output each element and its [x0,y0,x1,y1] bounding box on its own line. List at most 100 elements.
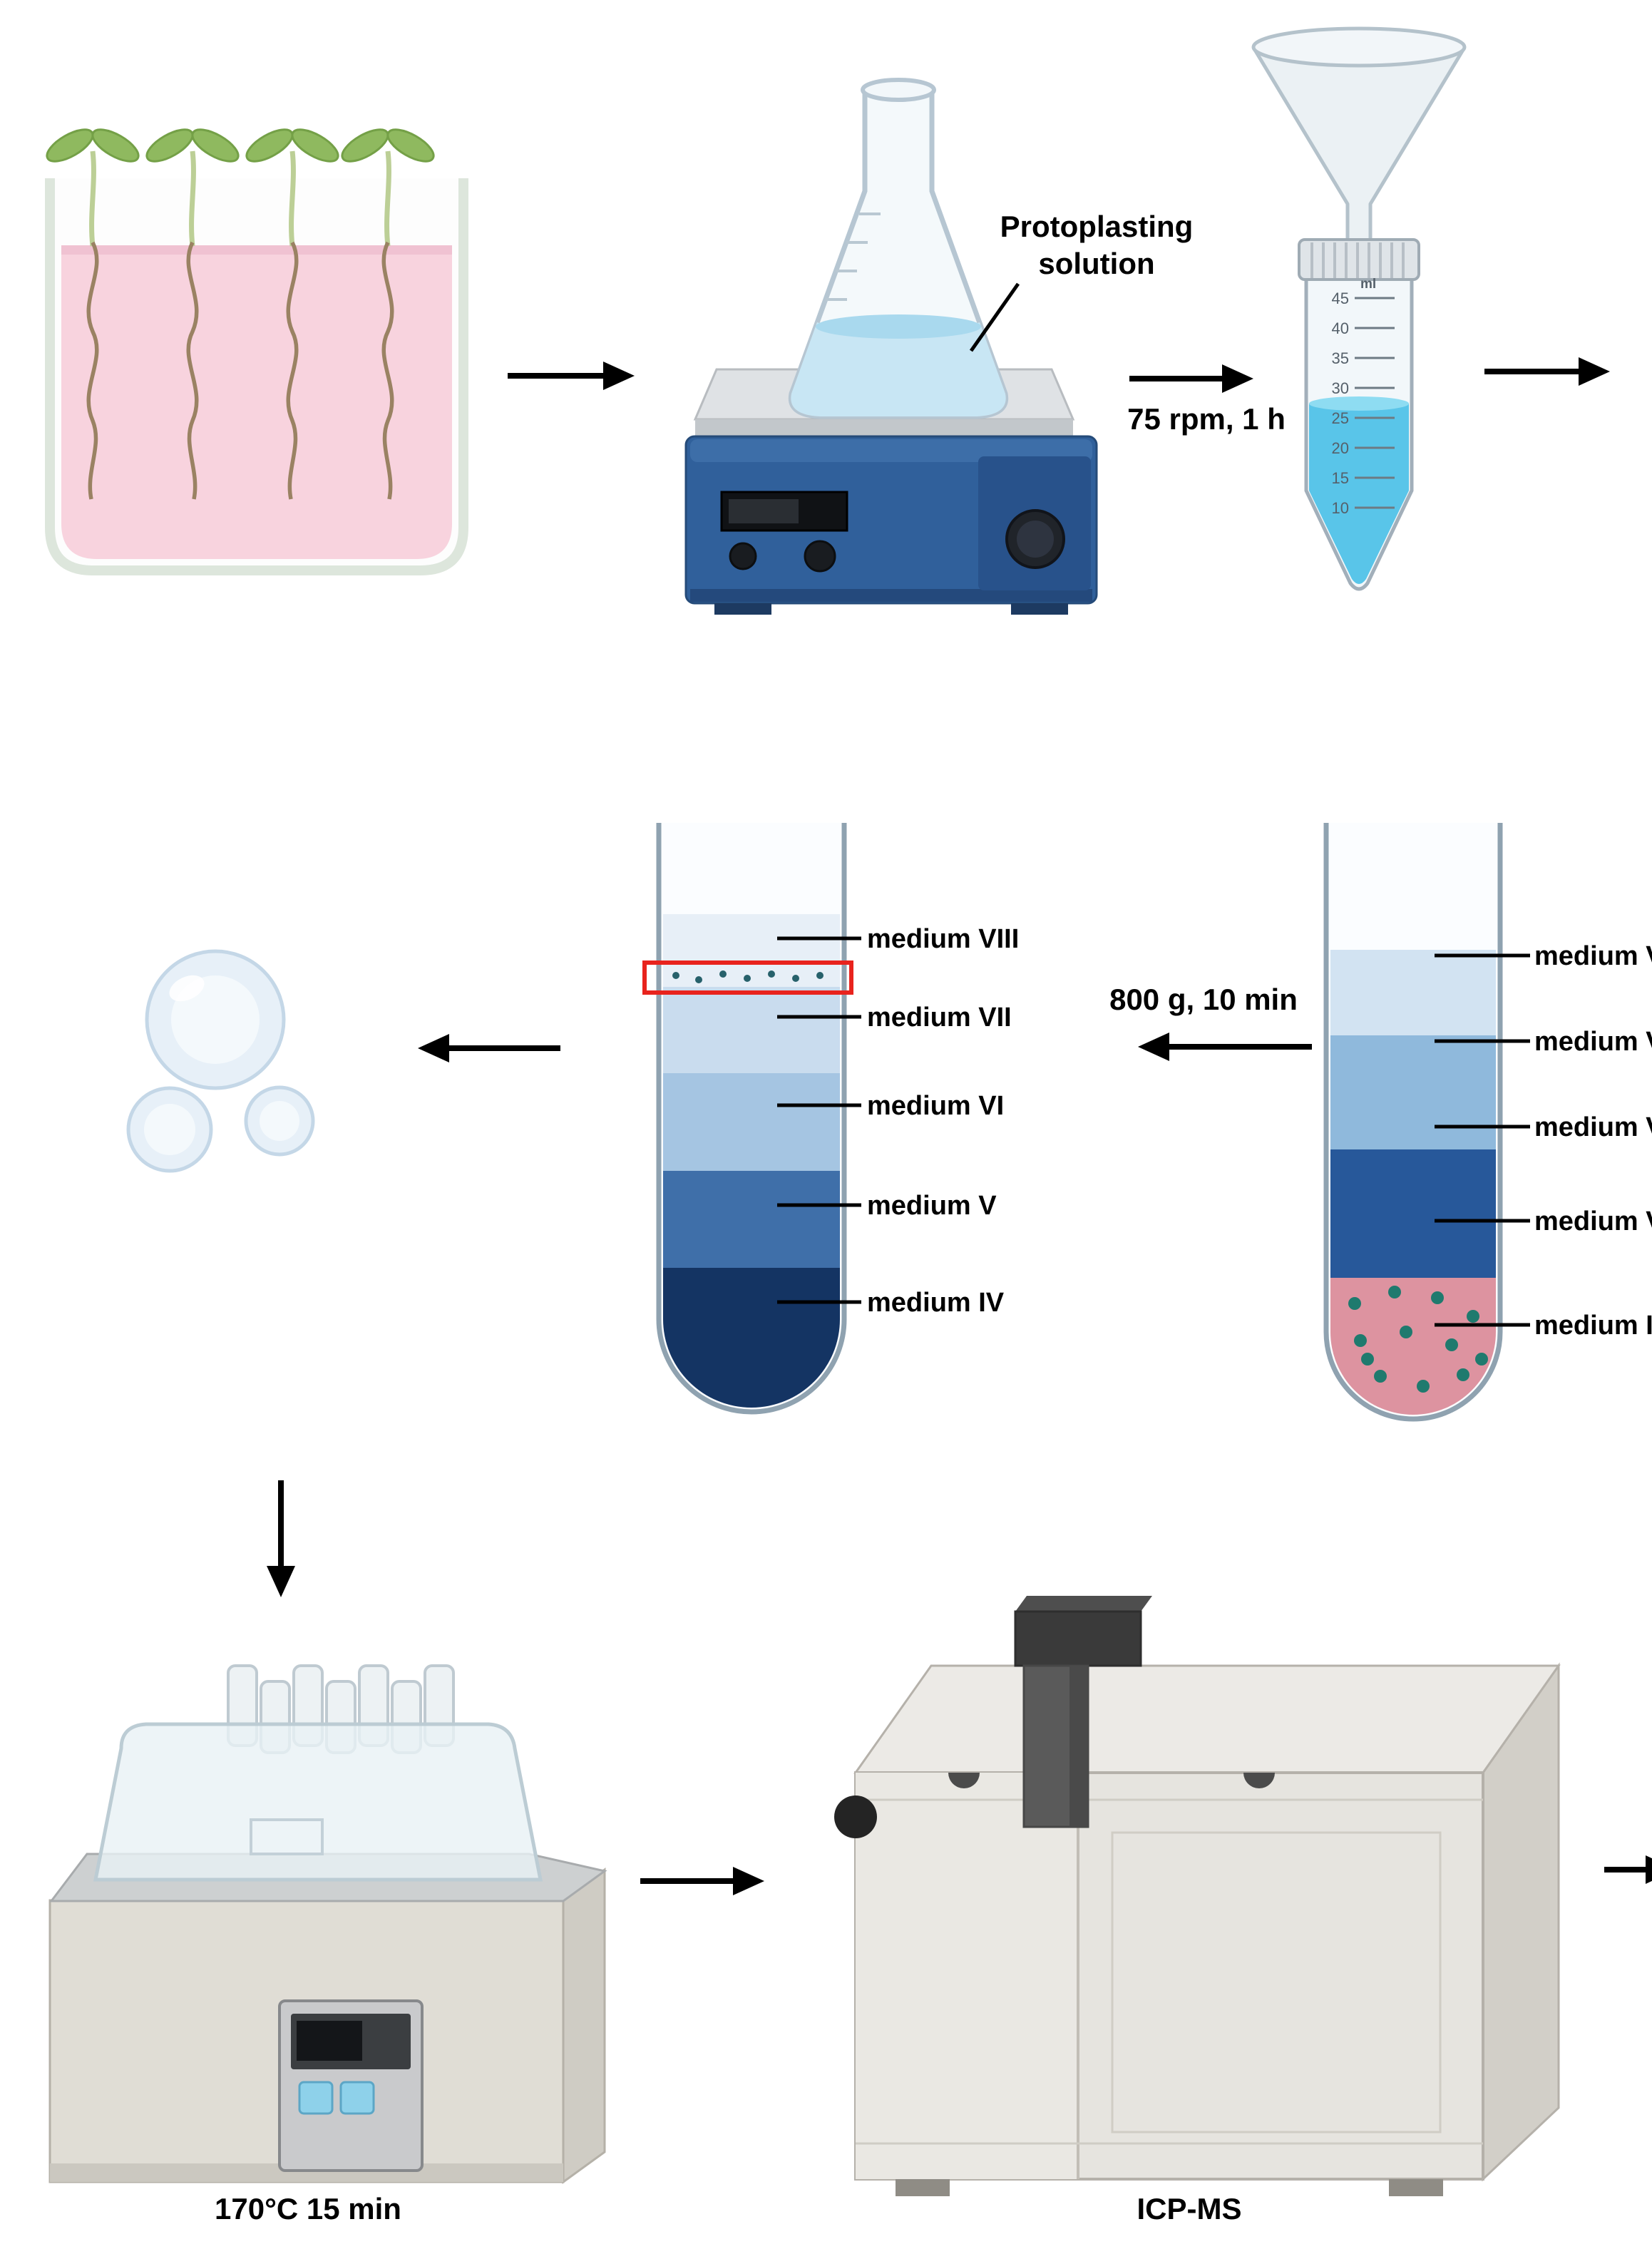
tube-tick-lines [1435,953,1530,1327]
tube-layers [663,914,840,1408]
arrow-right-3 [1484,357,1610,386]
scale-number: 15 [1332,469,1349,487]
flask-liquid-surface [816,314,981,339]
leaf-icon [341,128,389,163]
medium-label: medium VIII [867,924,1019,954]
seedling [46,128,140,500]
tube-outline [1323,823,1503,1422]
bath-display-screen [297,2021,362,2061]
icpms-label: ICP-MS [1137,2192,1242,2225]
seedling [341,128,435,500]
icpms-door-seam [1111,1831,1442,2133]
arrow-right-4 [640,1867,764,1895]
medium-label: medium IV [1534,1311,1652,1341]
stirrer-foot [1011,603,1068,615]
stirrer-foot [714,603,771,615]
funnel-rim [1251,26,1467,68]
scale-number: 25 [1332,409,1349,427]
icpms-left-panel [856,1773,1078,2179]
leaf-icon [91,128,140,163]
collection-tube-liquid [1309,404,1409,584]
scale-ticks [1355,297,1395,509]
icpms-foot [896,2179,950,2196]
tower-cap-top [1015,1596,1152,1612]
hinge-icon [948,1773,980,1788]
cap-ribs [1310,242,1405,278]
protoplast-band-dots [672,970,824,983]
scale-number: 45 [1332,290,1349,307]
medium-label: medium VI [867,1091,1004,1121]
arrow-down [267,1480,295,1597]
flask-rim [861,78,936,102]
arrow-left-centrifugation [1138,1033,1312,1061]
collection-tube-liquid-surface [1309,396,1409,411]
medium-label: medium VII [1534,1027,1652,1057]
centrifugation-label: 800 g, 10 min [1109,983,1298,1016]
scale-number: 10 [1332,499,1349,517]
protoplasting-label-line1: Protoplasting [1000,210,1194,243]
leaf-icon [386,128,435,163]
scale-unit: ml [1360,277,1376,292]
scale-number: 35 [1332,349,1349,367]
tube-tick-lines [777,936,861,1304]
tower-cap [1014,1610,1142,1667]
icpms-foot [1389,2179,1443,2196]
stirrer-display-screen [729,499,799,523]
stirrer-knob-icon [729,542,757,570]
leaf-icon [291,128,339,163]
icpms-knob-icon [834,1795,877,1838]
arrow-right-edge [1604,1855,1652,1884]
icpms-instrument: ICP-MS [834,1596,1561,2225]
leaf-icon [145,128,194,163]
seedling-beaker [45,128,468,575]
collection-tube-outline [1304,280,1414,591]
stirrer-with-flask: Protoplasting solution [684,78,1194,615]
protoplasting-label-line2: solution [1038,247,1154,280]
gradient-tube-after-centrifugation: medium VIII medium VII medium VI medium … [642,823,1019,1415]
funnel-and-collection-tube: ml 45 40 35 30 25 20 15 10 [1251,26,1467,591]
medium-surface-line [61,245,452,255]
medium-label: medium VI [1534,1112,1652,1142]
bath-button [339,2081,375,2115]
bath-right-side [562,1868,606,2184]
icpms-top-face [853,1664,1561,1774]
scale-number: 40 [1332,319,1349,337]
scale-number: 20 [1332,439,1349,457]
leaf-icon [245,128,294,163]
isolated-protoplasts [126,949,315,1173]
shaking-label: 75 rpm, 1 h [1127,402,1286,436]
stirrer-knob-icon [804,540,836,573]
medium-label: medium IV [867,1288,1005,1318]
leaf-icon [46,128,94,163]
leaf-icon [191,128,240,163]
protoplasting-leader-line [969,282,1020,352]
water-bath-label: 170°C 15 min [215,2192,401,2225]
bath-control-panel [278,1999,424,2172]
pink-medium [61,245,452,559]
gradient-tube-before-centrifugation: medium VIII medium VII medium VI medium … [1323,823,1652,1422]
stirrer-plate-edge [695,419,1073,436]
arrow-left-protoplasts [418,1034,560,1062]
hinge-icon [1243,1773,1275,1788]
medium-label: medium V [867,1191,997,1221]
stirrer-base-strip [690,589,1092,602]
bath-lid [93,1722,543,1882]
seedling [245,128,339,500]
arrow-right-1 [508,362,635,390]
stirrer-speed-knob-inner [1017,521,1054,558]
tube-outline [656,823,847,1415]
tube-layers [1330,950,1496,1415]
flask-liquid [791,322,1006,416]
medium-label: medium VIII [1534,941,1652,971]
seedling [145,128,240,500]
medium-label: medium VII [867,1003,1012,1033]
bath-button [298,2081,334,2115]
funnel-icon [1253,48,1465,253]
lid-handle [250,1818,324,1855]
protoplast-dots [1348,1286,1488,1393]
arrow-right-2 [1129,364,1253,393]
water-bath: 170°C 15 min [48,1664,607,2225]
scale-number: 30 [1332,379,1349,397]
band-highlight-box [642,960,853,995]
